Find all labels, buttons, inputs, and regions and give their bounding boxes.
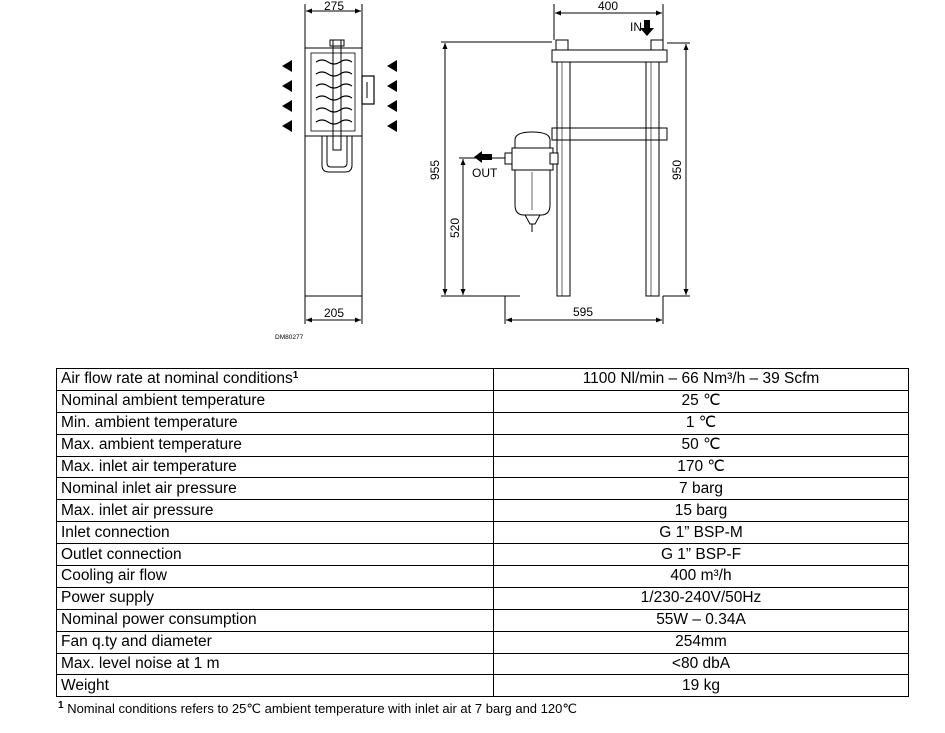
stand-left-leg [556, 61, 571, 297]
spec-label: Max. ambient temperature [56, 433, 494, 457]
spec-label: Weight [56, 674, 494, 698]
spec-label: Fan q.ty and diameter [56, 630, 494, 654]
spec-label: Max. level noise at 1 m [56, 652, 494, 676]
spec-label: Max. inlet air temperature [56, 455, 494, 479]
spec-value: 170 ℃ [493, 455, 909, 479]
spec-label: Outlet connection [56, 543, 494, 567]
spec-label: Max. inlet air pressure [56, 499, 494, 523]
table-row: Max. inlet air temperature 170 ℃ [56, 455, 909, 479]
dim-side-top: 400 [598, 0, 618, 13]
spec-value: 1100 Nl/min – 66 Nm³/h – 39 Scfm [493, 368, 909, 391]
dim-front-bottom: 205 [324, 306, 344, 320]
inlet-arrow-icon [640, 20, 654, 36]
dim-height-right: 950 [670, 160, 684, 180]
outlet-label: OUT [472, 166, 498, 180]
drawing-code: DM80277 [275, 334, 304, 341]
dim-front-top: 275 [324, 0, 344, 13]
spec-value: 400 m³/h [493, 565, 909, 588]
spec-value: <80 dbA [493, 652, 909, 676]
spec-label: Nominal inlet air pressure [56, 477, 494, 501]
table-row: Weight 19 kg [56, 674, 909, 698]
spec-value: 1/230-240V/50Hz [493, 586, 909, 610]
table-row: Fan q.ty and diameter 254mm [56, 630, 909, 654]
table-row: Max. ambient temperature 50 ℃ [56, 433, 909, 457]
spec-value: 7 barg [493, 477, 909, 501]
spec-label-text: Nominal ambient temperature [61, 392, 266, 410]
spec-label: Nominal power consumption [56, 608, 494, 632]
spec-label-text: Outlet connection [61, 545, 182, 563]
table-row: Outlet connection G 1” BSP-F [56, 543, 909, 567]
spec-value: G 1” BSP-M [493, 521, 909, 545]
dim-height-left: 955 [428, 160, 442, 180]
airflow-arrows [282, 60, 397, 132]
spec-label-text: Max. inlet air temperature [61, 458, 237, 475]
spec-label-text: Inlet connection [61, 523, 170, 541]
spec-label-text: Max. inlet air pressure [61, 501, 214, 519]
spec-label: Air flow rate at nominal conditions1 [56, 368, 494, 391]
footnote-ref: 1 [292, 370, 299, 382]
dim-height-outlet: 520 [448, 218, 462, 238]
dim-side-bottom: 595 [573, 305, 593, 319]
technical-drawing: 275 205 400 595 IN OUT 955 520 950 DM802… [275, 0, 690, 341]
spec-label-text: Power supply [61, 589, 155, 607]
spec-value: 25 ℃ [493, 389, 909, 413]
spec-label-text: Nominal power consumption [61, 611, 257, 629]
table-row: Inlet connection G 1” BSP-M [56, 521, 909, 545]
spec-value: G 1” BSP-F [493, 543, 909, 567]
spec-label-text: Weight [61, 676, 109, 694]
table-row: Cooling air flow 400 m³/h [56, 565, 909, 588]
spec-value: 55W – 0.34A [493, 608, 909, 632]
footnote-text: Nominal conditions refers to 25℃ ambient… [67, 701, 577, 716]
spec-label: Cooling air flow [56, 565, 494, 588]
spec-label: Power supply [56, 586, 494, 610]
spec-label: Min. ambient temperature [56, 411, 494, 435]
stand-right-leg [645, 61, 660, 297]
spec-label-text: Fan q.ty and diameter [61, 633, 212, 651]
footnote-mark: 1 [58, 700, 64, 711]
spec-label-text: Min. ambient temperature [61, 414, 238, 432]
spec-label-text: Max. ambient temperature [61, 436, 242, 454]
spec-label-text: Cooling air flow [61, 567, 167, 585]
table-row: Nominal power consumption 55W – 0.34A [56, 608, 909, 632]
spec-label: Nominal ambient temperature [56, 389, 494, 413]
spec-value: 1 ℃ [493, 411, 909, 435]
outlet-arrow-icon [474, 151, 492, 163]
spec-label: Inlet connection [56, 521, 494, 545]
spec-label-text: Air flow rate at nominal conditions [61, 370, 293, 388]
table-row: Nominal inlet air pressure 7 barg [56, 477, 909, 501]
table-row: Max. level noise at 1 m <80 dbA [56, 652, 909, 676]
spec-value: 50 ℃ [493, 433, 909, 457]
table-row: Max. inlet air pressure 15 barg [56, 499, 909, 523]
spec-value: 254mm [493, 630, 909, 654]
table-row: Nominal ambient temperature 25 ℃ [56, 389, 909, 413]
spec-label-text: Nominal inlet air pressure [61, 479, 237, 497]
inlet-label: IN [630, 20, 642, 34]
spec-value: 19 kg [493, 674, 909, 698]
footnote: 1 Nominal conditions refers to 25℃ ambie… [58, 701, 577, 717]
table-row: Power supply 1/230-240V/50Hz [56, 586, 909, 610]
table-row: Min. ambient temperature 1 ℃ [56, 411, 909, 435]
spec-label-text: Max. level noise at 1 m [61, 655, 220, 673]
spec-value: 15 barg [493, 499, 909, 523]
